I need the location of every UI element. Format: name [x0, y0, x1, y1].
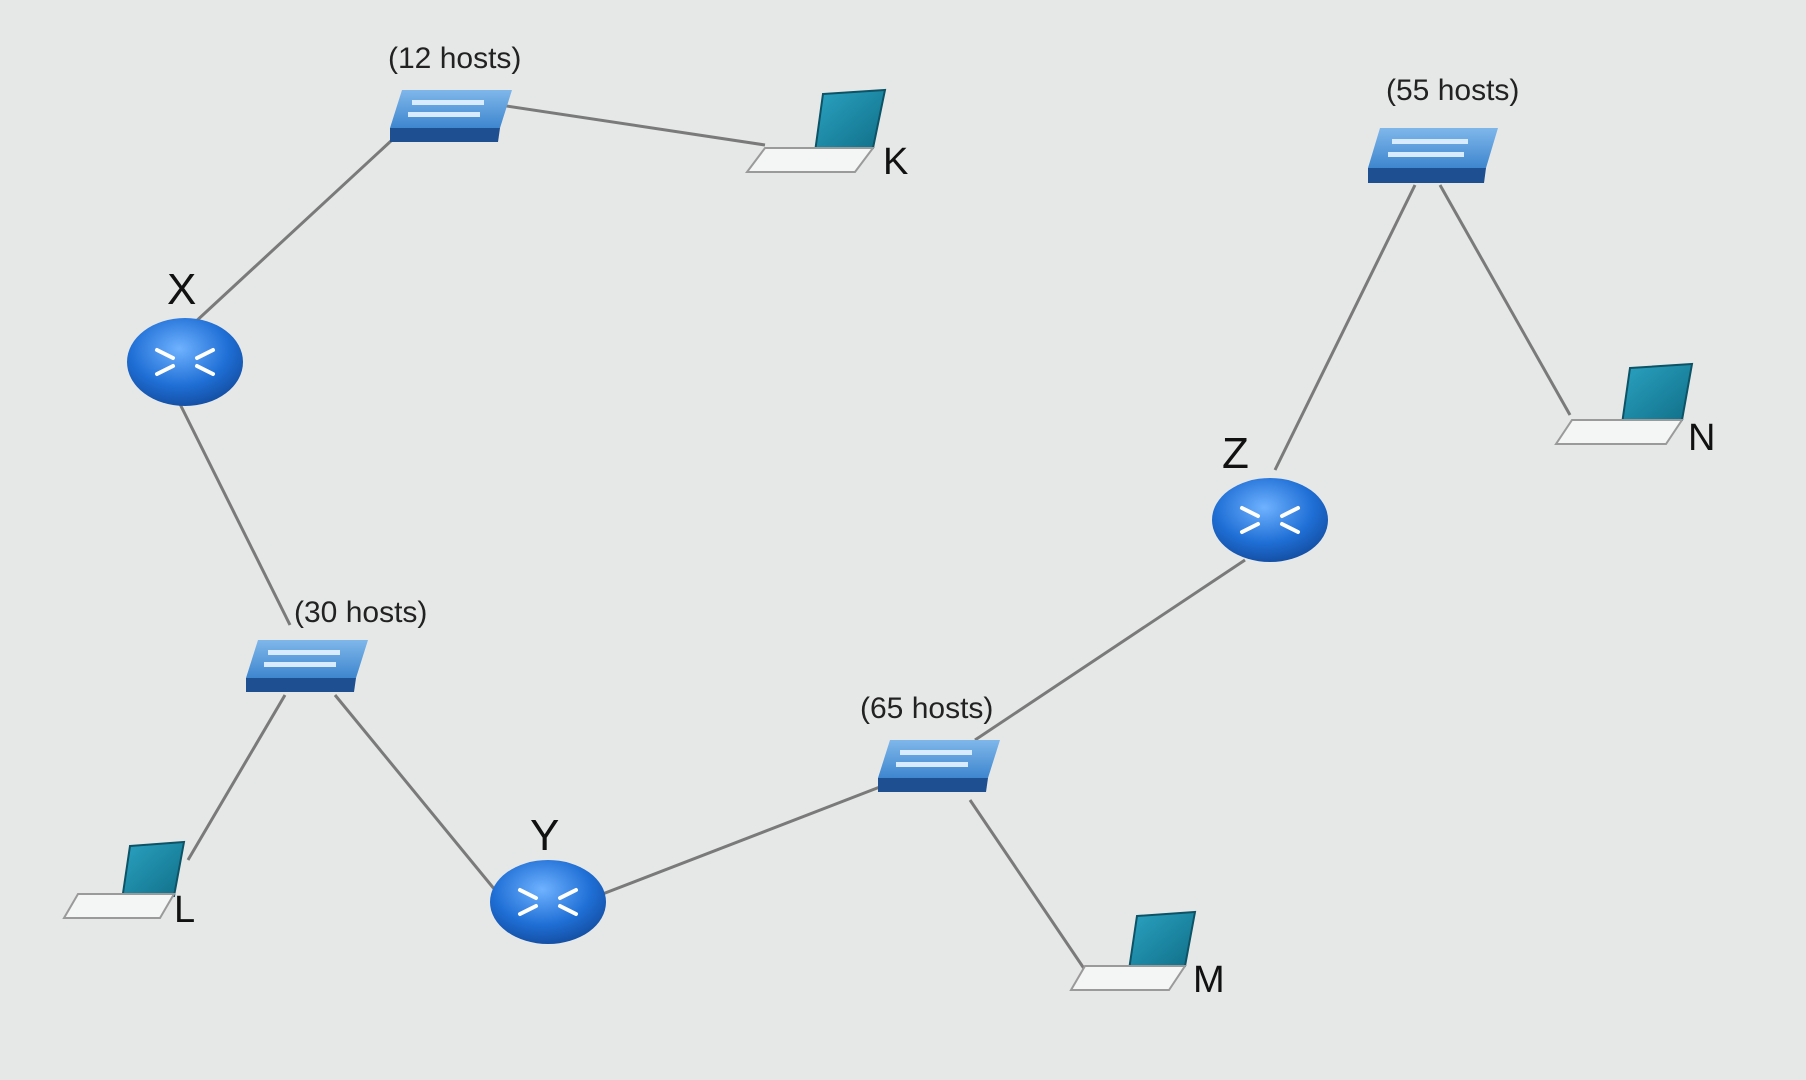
router-arrows-icon — [1240, 506, 1300, 534]
router-x: X — [127, 265, 243, 406]
laptop-icon — [745, 88, 887, 173]
link-switch30-laptopl — [186, 694, 287, 861]
switch-12-hosts: (12 hosts) — [388, 42, 521, 142]
switch-icon — [390, 90, 512, 142]
laptop-m-label: M — [1193, 959, 1225, 1001]
switch-55-hosts: (55 hosts) — [1368, 74, 1519, 183]
link-switch55-laptopn — [1438, 184, 1572, 416]
link-switch12-laptopk — [499, 103, 766, 147]
router-x-label: X — [167, 265, 196, 314]
switch-30-hosts-label: (30 hosts) — [294, 596, 427, 629]
links — [176, 103, 1572, 971]
laptop-k-label: K — [883, 141, 908, 183]
laptop-icon — [1069, 910, 1197, 991]
switch-icon — [246, 640, 368, 692]
laptop-l: L — [62, 840, 195, 931]
link-switch65-z — [974, 558, 1246, 742]
laptop-m: M — [1069, 910, 1225, 1001]
laptop-l-label: L — [174, 889, 195, 931]
laptop-icon — [1554, 362, 1694, 445]
link-switch65-laptopm — [968, 799, 1087, 971]
laptop-n-label: N — [1688, 417, 1715, 459]
link-z-switch55 — [1273, 184, 1417, 471]
link-switch30-y — [333, 694, 497, 891]
switch-65-hosts: (65 hosts) — [860, 692, 1000, 792]
router-z-label: Z — [1222, 429, 1249, 478]
router-arrows-icon — [155, 348, 215, 376]
switch-12-hosts-label: (12 hosts) — [388, 42, 521, 75]
switch-30-hosts: (30 hosts) — [246, 596, 427, 692]
laptop-icon — [62, 840, 186, 919]
link-y-switch65 — [599, 783, 886, 897]
router-y: Y — [490, 811, 606, 944]
link-x-switch12 — [190, 138, 394, 327]
laptop-n: N — [1554, 362, 1715, 459]
switch-icon — [878, 740, 1000, 792]
laptop-k: K — [745, 88, 908, 183]
router-y-label: Y — [530, 811, 559, 860]
switch-icon — [1368, 128, 1498, 183]
link-x-switch30 — [176, 399, 292, 626]
switch-65-hosts-label: (65 hosts) — [860, 692, 993, 725]
switch-55-hosts-label: (55 hosts) — [1386, 74, 1519, 107]
router-z: Z — [1212, 429, 1328, 562]
router-arrows-icon — [518, 888, 578, 916]
